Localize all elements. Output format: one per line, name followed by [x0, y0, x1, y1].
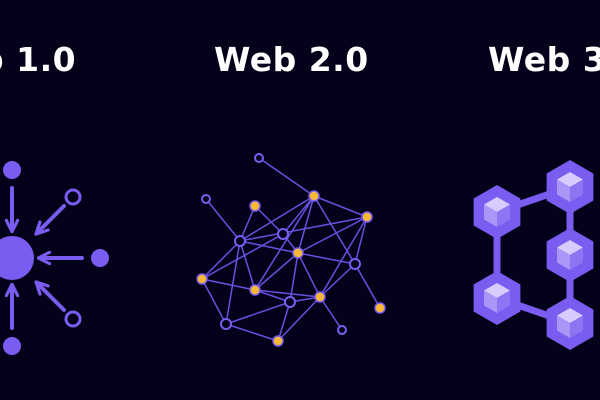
network-node [337, 325, 347, 335]
highlighted-node [196, 273, 208, 285]
client-node [64, 310, 82, 328]
web3-title: Web 3 [488, 40, 600, 79]
highlighted-node [292, 247, 304, 259]
network-node [201, 194, 211, 204]
client-node [3, 161, 21, 179]
blockchain-cubes-icon [473, 160, 594, 350]
network-node [254, 153, 264, 163]
request-arrow [40, 286, 66, 312]
network-graph-icon [196, 153, 386, 347]
block-cube [546, 228, 594, 282]
client-node [91, 249, 109, 267]
network-node [284, 296, 296, 308]
block-cube [546, 160, 594, 214]
web1-title: b 1.0 [0, 40, 77, 79]
block-cube [546, 296, 594, 350]
highlighted-node [308, 190, 320, 202]
block-cube [473, 271, 521, 325]
highlighted-node [374, 302, 386, 314]
highlighted-node [314, 291, 326, 303]
highlighted-node [272, 335, 284, 347]
web2-title: Web 2.0 [214, 40, 369, 79]
request-arrow [40, 204, 66, 230]
highlighted-node [361, 211, 373, 223]
centralized-hub-icon [0, 161, 109, 355]
block-cube [473, 185, 521, 239]
highlighted-node [249, 200, 261, 212]
central-server-node [0, 236, 34, 280]
highlighted-node [249, 284, 261, 296]
network-node [277, 228, 289, 240]
network-node [234, 235, 246, 247]
network-node [220, 318, 232, 330]
network-node [349, 258, 361, 270]
client-node [3, 337, 21, 355]
client-node [64, 188, 82, 206]
